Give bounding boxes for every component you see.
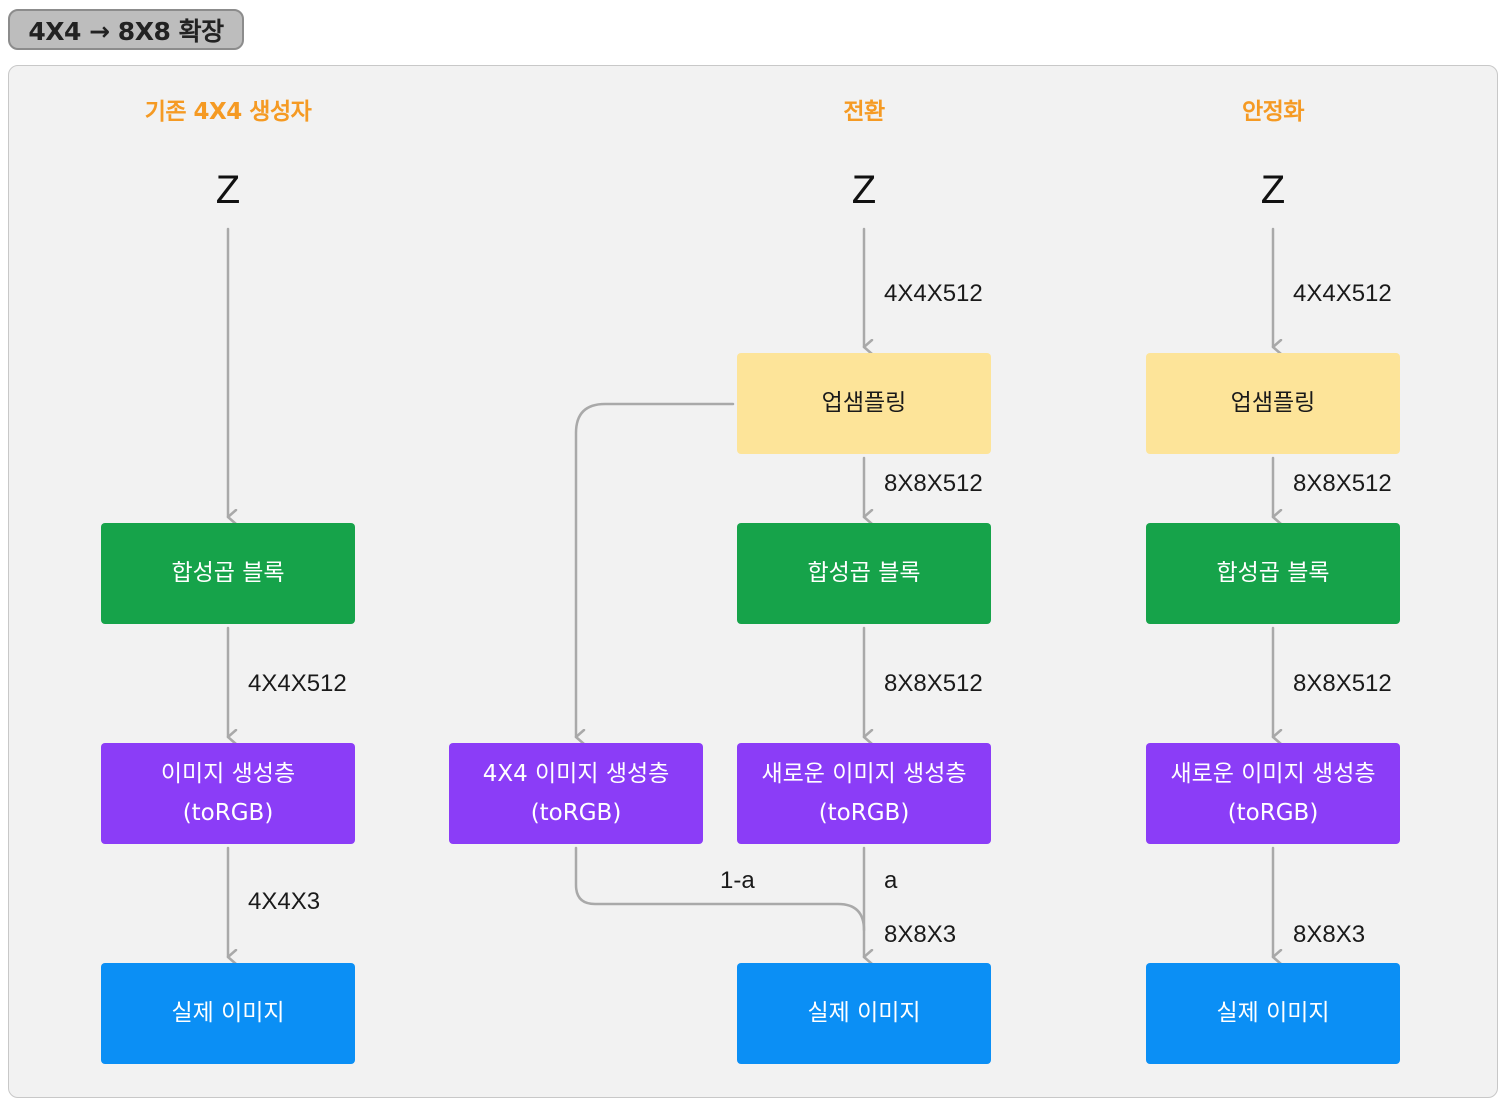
torgb-label-line1: 이미지 생성층 [160,760,296,787]
upsample-block-stabilize: 업샘플링 [1146,353,1400,454]
new-torgb-block-transition: 새로운 이미지 생성층 (toRGB) [737,743,991,844]
conv-block-label: 합성곱 블록 [171,560,285,586]
dim-label-rgb-out-transition: 8X8X3 [884,921,957,948]
arrow-upsample-bypass-to-old-torgb [574,402,735,737]
torgb-block-stabilize: 새로운 이미지 생성층 (toRGB) [1146,743,1400,844]
torgb-block-existing: 이미지 생성층 (toRGB) [101,743,355,844]
arrow-old-torgb-merge [574,846,866,932]
conv-block-stabilize: 합성곱 블록 [1146,523,1400,624]
real-image-label: 실제 이미지 [1216,1000,1330,1026]
real-image-block-stabilize: 실제 이미지 [1146,963,1400,1064]
conv-block-label: 합성곱 블록 [1216,560,1330,586]
dim-label-z-out-stabilize: 4X4X512 [1293,280,1392,307]
real-image-label: 실제 이미지 [807,1000,921,1026]
z-input-existing: Z [215,168,241,212]
dim-label-up-out-stabilize: 8X8X512 [1293,470,1392,497]
real-image-block-transition: 실제 이미지 [737,963,991,1064]
torgb-label-line1: 새로운 이미지 생성층 [761,760,967,787]
dim-label-z-out-transition: 4X4X512 [884,280,983,307]
dim-label-rgb-out-stabilize: 8X8X3 [1293,921,1366,948]
conv-block-existing: 합성곱 블록 [101,523,355,624]
dim-label-up-out-transition: 8X8X512 [884,470,983,497]
diagram-title: 4X4 → 8X8 확장 [28,16,224,46]
torgb-label-line2: (toRGB) [818,799,910,826]
torgb-label-line2: (toRGB) [530,799,622,826]
real-image-label: 실제 이미지 [171,1000,285,1026]
diagram-title-tag: 4X4 → 8X8 확장 [8,9,244,50]
upsample-block-transition: 업샘플링 [737,353,991,454]
dim-label-conv-out-existing: 4X4X512 [248,670,347,697]
torgb-label-line2: (toRGB) [1227,799,1319,826]
torgb-label-line1: 4X4 이미지 생성층 [482,760,670,787]
real-image-block-existing: 실제 이미지 [101,963,355,1064]
old-torgb-block-transition: 4X4 이미지 생성층 (toRGB) [449,743,703,844]
dim-label-conv-out-transition: 8X8X512 [884,670,983,697]
conv-block-transition: 합성곱 블록 [737,523,991,624]
upsample-label: 업샘플링 [1230,390,1316,416]
column-header-existing: 기존 4X4 생성자 [144,99,312,125]
column-header-transition: 전환 [843,99,885,125]
conv-block-label: 합성곱 블록 [807,560,921,586]
upsample-label: 업샘플링 [821,390,907,416]
dim-label-rgb-out-existing: 4X4X3 [248,888,321,915]
column-header-stabilize: 안정화 [1242,99,1304,125]
weight-label-old: 1-a [720,867,755,894]
dim-label-conv-out-stabilize: 8X8X512 [1293,670,1392,697]
weight-label-new: a [884,867,898,894]
torgb-label-line1: 새로운 이미지 생성층 [1170,760,1376,787]
z-input-transition: Z [851,168,877,212]
torgb-label-line2: (toRGB) [182,799,274,826]
z-input-stabilize: Z [1260,168,1286,212]
